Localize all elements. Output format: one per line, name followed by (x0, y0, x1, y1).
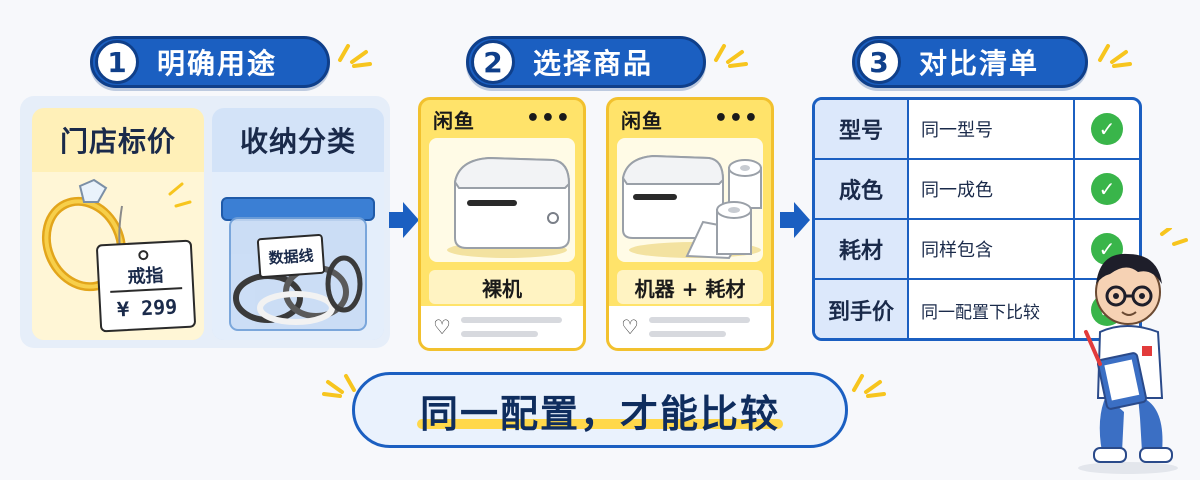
label-printer-icon (447, 156, 571, 258)
listing-card-bundle[interactable]: 闲鱼 ••• 机器 + 耗材 ♡ (606, 97, 774, 351)
product-image (429, 138, 575, 262)
step-number: 3 (857, 40, 901, 84)
step-title: 对比清单 (919, 47, 1040, 80)
placeholder-bar (460, 317, 563, 323)
arrow-right-icon (780, 202, 810, 238)
xianyu-logo: 闲鱼 (621, 108, 663, 133)
placeholder-bar (648, 317, 751, 323)
tag-hole (138, 249, 149, 261)
comparison-table: 型号 同一型号 ✓ 成色 同一成色 ✓ 耗材 同样包含 ✓ 到手价 同一配置下比… (812, 97, 1142, 341)
row-key: 到手价 (815, 280, 909, 338)
product-image (617, 138, 763, 262)
row-key: 耗材 (815, 220, 909, 278)
listing-label: 机器 + 耗材 (617, 270, 763, 304)
row-key: 成色 (815, 160, 909, 218)
step-1-pill: 1 明确用途 (90, 36, 330, 88)
check-icon: ✓ (1091, 113, 1123, 145)
placeholder-bar (648, 331, 726, 337)
heart-icon[interactable]: ♡ (433, 315, 451, 339)
sparkle-icon (322, 374, 356, 398)
use-case-card-storage: 收纳分类 数据线 (212, 108, 384, 340)
conclusion-banner: 同一配置，才能比较 (352, 372, 848, 448)
use-case-title: 门店标价 (59, 125, 176, 158)
step-title: 明确用途 (157, 47, 278, 80)
highlight-underline (417, 419, 783, 429)
sparkle-icon (1098, 44, 1132, 68)
printer-with-rolls-icon (621, 154, 762, 260)
cartoon-boy-illustration (1078, 228, 1188, 474)
row-value: 同一型号 (909, 100, 1075, 158)
tag-name: 戒指 (126, 265, 165, 288)
table-row: 成色 同一成色 ✓ (815, 160, 1139, 220)
listing-footer: ♡ (421, 306, 583, 348)
check-icon: ✓ (1091, 173, 1123, 205)
sparkle-icon (852, 374, 886, 398)
more-menu-icon[interactable]: ••• (525, 106, 571, 131)
tag-price: ¥ 299 (116, 294, 178, 322)
placeholder-bar (460, 331, 538, 337)
storage-box-illustration (212, 172, 384, 340)
price-tag: 戒指 ¥ 299 (95, 239, 197, 333)
row-key: 型号 (815, 100, 909, 158)
more-menu-icon[interactable]: ••• (713, 106, 759, 131)
xianyu-logo: 闲鱼 (433, 108, 475, 133)
sparkle-icon (338, 44, 372, 68)
step-title: 选择商品 (533, 47, 654, 80)
arrow-right-icon (389, 202, 419, 238)
step-3-pill: 3 对比清单 (852, 36, 1088, 88)
row-value: 同一配置下比较 (909, 280, 1075, 338)
use-case-card-pricing: 门店标价 戒指 ¥ 299 (32, 108, 204, 340)
step-number: 2 (471, 40, 515, 84)
listing-card-bare[interactable]: 闲鱼 ••• 裸机 ♡ (418, 97, 586, 351)
heart-icon[interactable]: ♡ (621, 315, 639, 339)
banner-text: 同一配置，才能比较 (419, 391, 780, 436)
box-label: 数据线 (256, 233, 326, 279)
step-number: 1 (95, 40, 139, 84)
table-row: 耗材 同样包含 ✓ (815, 220, 1139, 280)
sparkle-icon (714, 44, 748, 68)
use-case-title: 收纳分类 (239, 125, 356, 158)
listing-label: 裸机 (429, 270, 575, 304)
step-2-pill: 2 选择商品 (466, 36, 706, 88)
table-row: 型号 同一型号 ✓ (815, 100, 1139, 160)
listing-footer: ♡ (609, 306, 771, 348)
row-value: 同样包含 (909, 220, 1075, 278)
row-value: 同一成色 (909, 160, 1075, 218)
